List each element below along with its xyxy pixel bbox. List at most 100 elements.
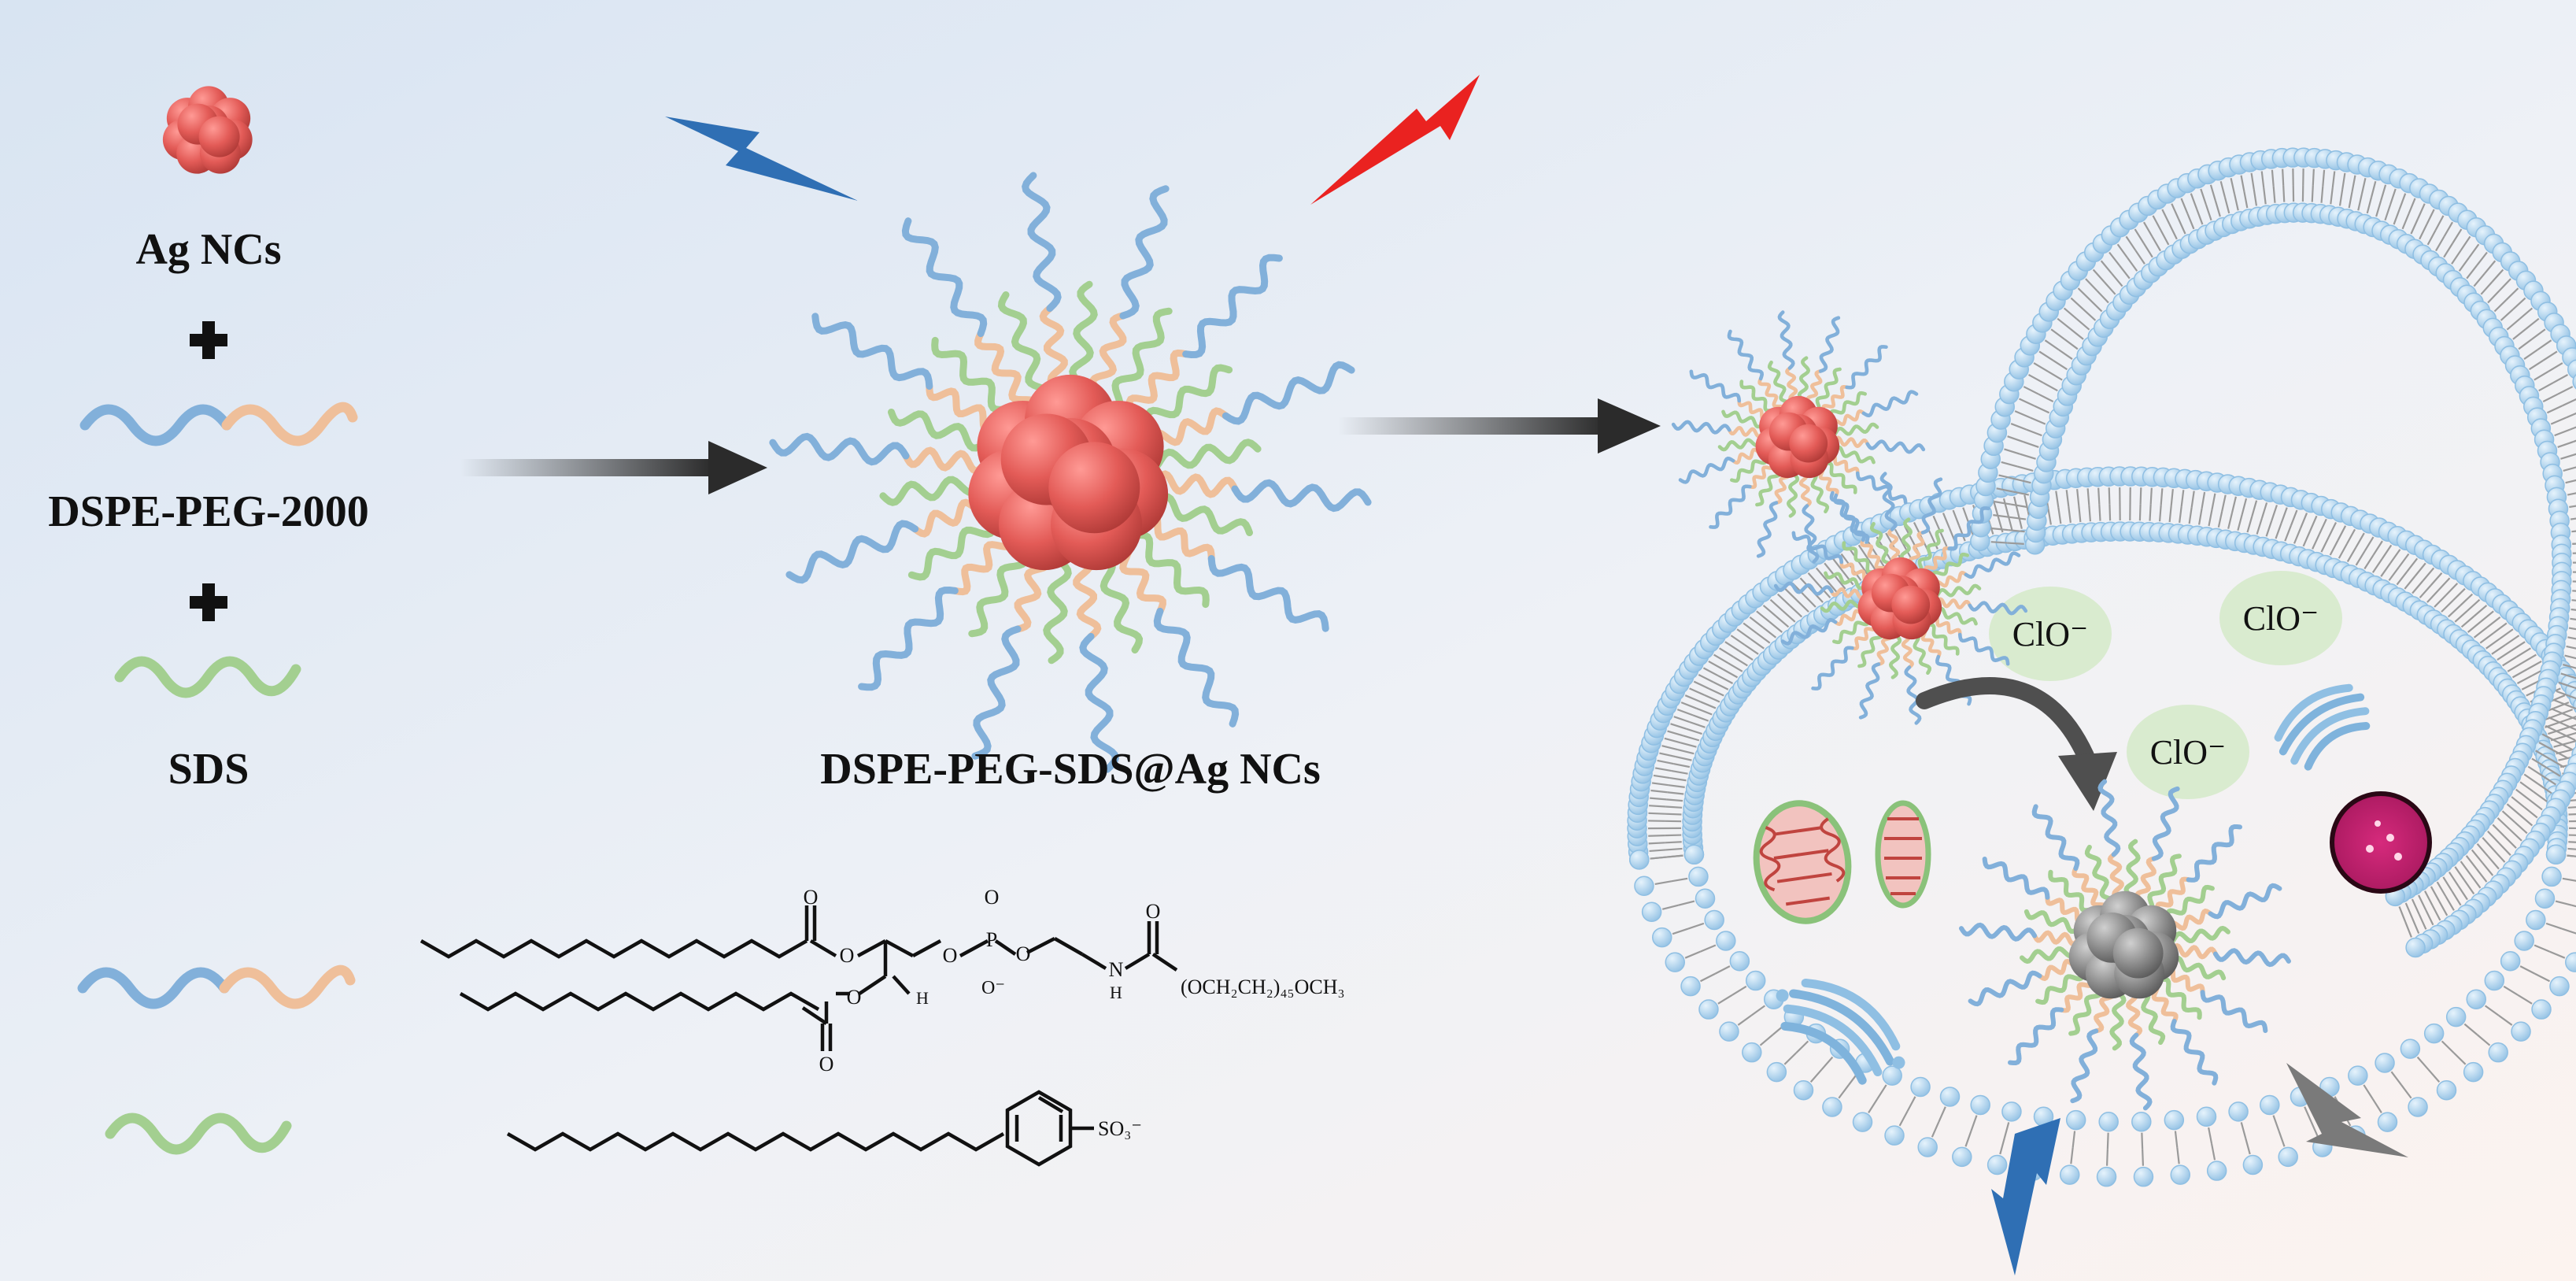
- ligand-chain: [1845, 345, 1888, 390]
- svg-text:O: O: [847, 986, 862, 1009]
- ligand-chain: [1865, 439, 1926, 454]
- ligand-chain: [1860, 538, 1888, 576]
- plus-icon: [190, 321, 227, 359]
- ligand-chain: [1689, 369, 1742, 403]
- ligand-chain: [858, 586, 959, 691]
- nanocluster-sphere: [1789, 424, 1828, 463]
- ligand-chain: [1207, 555, 1329, 632]
- ligand-chain: [1153, 607, 1240, 728]
- ligand-chain: [971, 625, 1022, 760]
- ligand-chain: [901, 217, 988, 338]
- ligand-chain: [1812, 367, 1842, 414]
- ligand-chain: [2097, 779, 2121, 857]
- golgi-icon: [2274, 683, 2371, 771]
- legend-dspe-peg-chain: [77, 964, 356, 1009]
- svg-text:O: O: [804, 886, 819, 909]
- ligand-chain: [2031, 804, 2080, 872]
- plus-icon: [190, 583, 227, 621]
- ligand-chain: [785, 520, 919, 584]
- peg-segment-icon: [221, 402, 358, 446]
- ligand-chain: [1079, 632, 1119, 773]
- nanocluster-sphere: [1891, 585, 1931, 624]
- dspe-peg-label: DSPE-PEG-2000: [48, 487, 369, 536]
- nanocluster-sphere: [1048, 442, 1140, 534]
- ligand-chain: [974, 330, 1039, 417]
- reaction-arrow-icon: [1916, 677, 2117, 811]
- ligand-chain: [1678, 456, 1735, 484]
- mitochondrion-icon: [1875, 800, 1931, 909]
- ligand-chain: [1832, 493, 1870, 545]
- ligand-chain: [1811, 646, 1854, 690]
- svg-text:ClO⁻: ClO⁻: [2012, 615, 2089, 653]
- ligand-chain: [1182, 254, 1283, 359]
- ligand-chain: [1773, 581, 1834, 596]
- svg-text:ClO⁻: ClO⁻: [2150, 733, 2227, 772]
- svg-text:O: O: [943, 944, 958, 967]
- ligand-chain: [2212, 948, 2291, 968]
- clo-bubble: ClO⁻: [2127, 705, 2249, 799]
- sds-structure: [506, 1090, 1094, 1167]
- ligand-chain: [1968, 601, 2028, 616]
- svg-text:ClO⁻: ClO⁻: [2243, 599, 2319, 638]
- ligand-chain: [2008, 1007, 2064, 1066]
- ligand-chain: [1968, 970, 2042, 1007]
- particle-small-outside: [1671, 310, 1926, 564]
- svg-text:O: O: [985, 886, 1000, 909]
- ligand-chain: [1829, 491, 1867, 542]
- ligand-chain: [1119, 185, 1170, 320]
- ligand-chain: [1802, 504, 1820, 564]
- ligand-chain: [1964, 551, 2021, 579]
- ligand-chain: [1959, 922, 2038, 942]
- sds-chain-icon: [114, 656, 301, 698]
- golgi-icon: [1776, 978, 1905, 1085]
- particle-small-inside: [1773, 472, 2028, 725]
- arrow-icon: [1338, 398, 1661, 454]
- ligand-chain: [2072, 865, 2108, 915]
- ligand-chain: [1957, 632, 2010, 666]
- clo-bubble: ClO⁻: [1989, 587, 2112, 681]
- ligand-chain: [1858, 662, 1881, 720]
- dspe-peg-atoms: O O O P O O⁻ O N H O O O H (OCH₂CH₂)₄₅OC…: [804, 886, 1345, 1076]
- ag-ncs-cluster-small: [162, 86, 253, 174]
- ligand-chain: [1914, 528, 1944, 576]
- ligand-chain: [1791, 531, 1844, 565]
- mitochondrion-icon: [1753, 800, 1852, 924]
- ligand-chain: [2129, 1032, 2153, 1111]
- ligand-chain: [1103, 307, 1173, 416]
- ligand-chain: [2151, 786, 2180, 861]
- ligand-chain: [1756, 501, 1779, 558]
- svg-text:N: N: [1109, 958, 1124, 981]
- particle-grey-oxidized: [1959, 779, 2291, 1111]
- svg-text:O: O: [840, 944, 855, 967]
- ligand-chain: [1221, 361, 1355, 425]
- ligand-chain: [1982, 856, 2050, 900]
- ligand-chain: [2142, 853, 2182, 914]
- svg-text:P: P: [986, 928, 997, 951]
- dspe-peg-sds-ag-ncs-particle: [769, 172, 1372, 773]
- ligand-chain: [1818, 316, 1841, 373]
- svg-text:H: H: [916, 988, 929, 1008]
- legend-sds-chain: [105, 1113, 292, 1155]
- ligand-chain: [2186, 824, 2242, 883]
- nanocluster-sphere: [2112, 927, 2164, 979]
- dspe-peg-chain-icon: [79, 404, 232, 446]
- ligand-chain: [1904, 665, 1922, 725]
- svg-text:O: O: [1016, 942, 1031, 965]
- ligand-chain: [811, 313, 933, 390]
- lightning-bolt-icon: [1310, 75, 1480, 205]
- svg-text:O: O: [1146, 900, 1161, 923]
- lightning-bolt-icon: [1991, 1118, 2060, 1275]
- svg-text:O⁻: O⁻: [981, 978, 1005, 998]
- ligand-chain: [2200, 990, 2268, 1034]
- ligand-chain: [2070, 1028, 2099, 1104]
- ligand-chain: [769, 432, 910, 466]
- ligand-chain: [2170, 1018, 2219, 1086]
- sds-label: SDS: [168, 745, 249, 794]
- ligand-chain: [1855, 471, 1908, 505]
- ligand-chain: [1879, 472, 1898, 531]
- ligand-chain: [1757, 376, 1786, 414]
- ligand-chain: [1780, 617, 1838, 646]
- product-label: DSPE-PEG-SDS@Ag NCs: [820, 745, 1321, 794]
- ligand-chain: [1861, 390, 1919, 418]
